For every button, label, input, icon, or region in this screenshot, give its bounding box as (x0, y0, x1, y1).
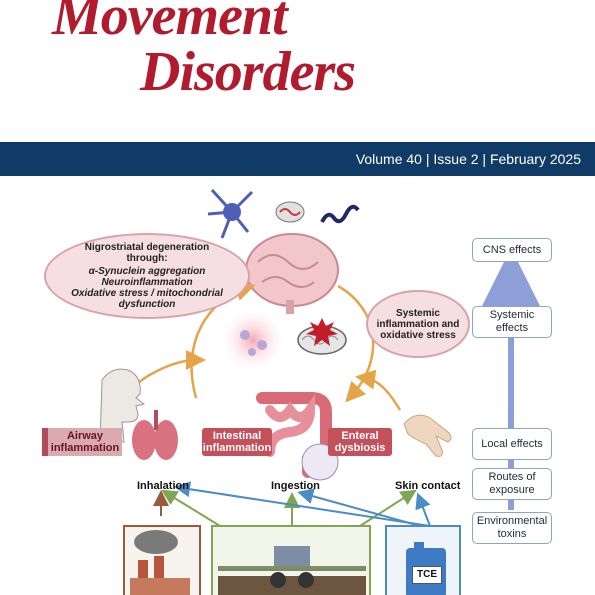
illustration (99, 188, 541, 595)
brain-icon (245, 233, 339, 314)
issue-band (0, 142, 595, 176)
stage-cns-effects: CNS effects (472, 238, 552, 262)
issue-info: Volume 40 | Issue 2 | February 2025 (355, 151, 581, 167)
protein-strand-icon (320, 204, 360, 224)
degeneration-heading: Nigrostriatal degeneration through: (84, 242, 210, 264)
intestine-icon (256, 392, 339, 481)
stage-environmental-toxins: Environmental toxins (472, 512, 552, 544)
journal-title-line1: Movement (52, 0, 288, 47)
route-skin-contact: Skin contact (395, 480, 461, 492)
list-item: Oxidative stress / mitochondrial dysfunc… (71, 288, 223, 310)
factory-icon (130, 530, 190, 595)
stage-systemic-effects: Systemic effects (472, 306, 552, 338)
enteral-dysbiosis-tag: Enteral dysbiosis (328, 428, 392, 456)
bloodstream-icon (219, 306, 287, 374)
route-ingestion: Ingestion (271, 480, 320, 492)
tce-label: TCE (412, 566, 442, 584)
journal-title-line2: Disorders (140, 41, 356, 103)
airway-inflammation-tag: Airway inflammation (42, 428, 122, 456)
degeneration-bubble: Nigrostriatal degeneration through: α-Sy… (44, 233, 250, 319)
mitochondrion-icon (275, 201, 305, 223)
intestinal-inflammation-tag: Intestinal inflammation (202, 428, 272, 456)
tractor-icon (218, 546, 366, 595)
list-item: α-Synuclein aggregation (88, 266, 206, 277)
stage-routes-of-exposure: Routes of exposure (472, 468, 552, 500)
route-inhalation: Inhalation (137, 480, 189, 492)
systemic-bubble: Systemic inflammation and oxidative stre… (366, 290, 470, 358)
damaged-mitochondrion-icon (297, 318, 347, 355)
hand-icon (403, 414, 452, 457)
stage-local-effects: Local effects (472, 428, 552, 460)
person-lungs-icon (99, 368, 178, 460)
list-item: Neuroinflammation (101, 277, 193, 288)
neuron-icon (207, 188, 254, 239)
